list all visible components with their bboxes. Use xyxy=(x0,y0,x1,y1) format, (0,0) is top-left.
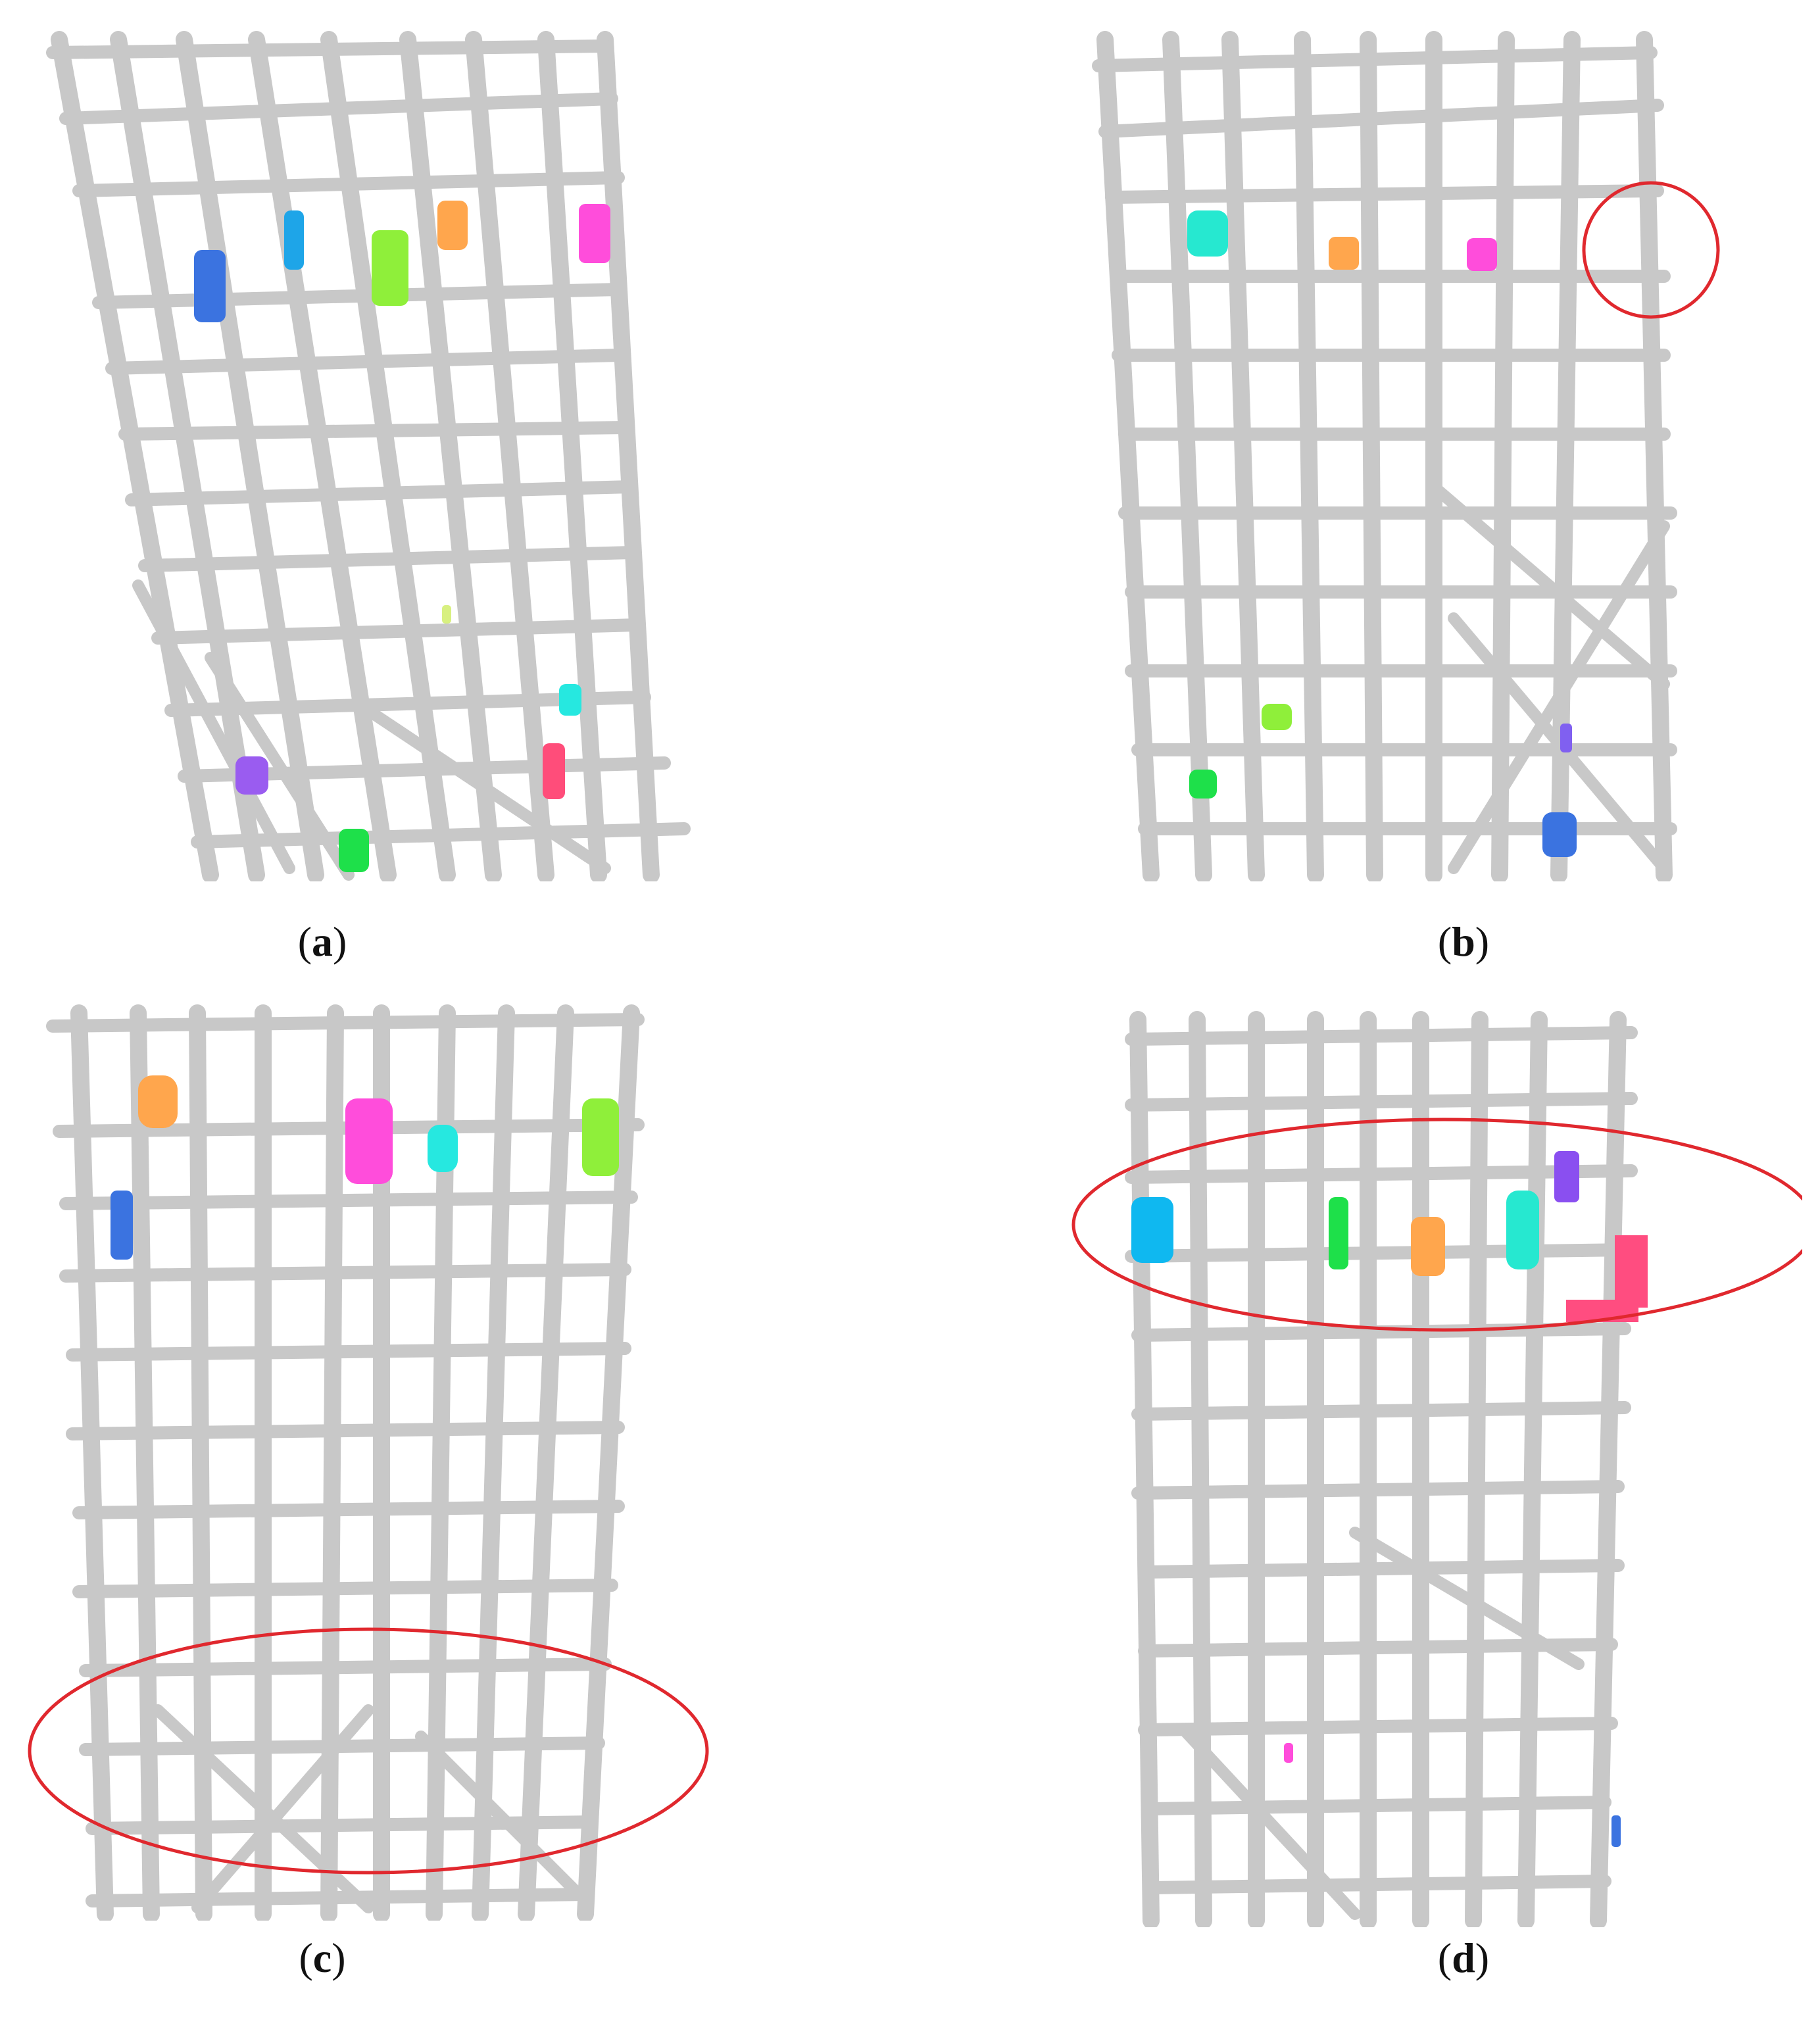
marker-a-4 xyxy=(437,201,468,250)
caption-c: (c) xyxy=(299,1934,346,1981)
marker-a-9 xyxy=(235,756,268,795)
highlight-ellipse-d xyxy=(1071,1118,1802,1332)
marker-c-1 xyxy=(138,1075,178,1128)
scaffold-point-cloud-b xyxy=(1092,31,1720,881)
panel-d xyxy=(1052,1006,1802,1927)
caption-b: (b) xyxy=(1437,918,1490,965)
marker-b-7 xyxy=(1542,812,1577,857)
marker-a-1 xyxy=(194,250,226,322)
marker-group-d xyxy=(1131,1151,1648,1847)
panel-a xyxy=(39,26,710,881)
marker-a-7 xyxy=(559,684,581,716)
marker-d-2 xyxy=(1329,1197,1348,1269)
scaffold-grid-b xyxy=(1092,31,1677,881)
scaffold-point-cloud-c xyxy=(28,1004,709,1921)
marker-a-2 xyxy=(284,210,304,270)
marker-a-5 xyxy=(579,204,610,263)
marker-b-3 xyxy=(1467,238,1497,271)
marker-d-7 xyxy=(1284,1743,1293,1763)
scaffold-grid-a xyxy=(46,31,691,881)
marker-d-3 xyxy=(1411,1217,1445,1276)
marker-a-6 xyxy=(442,605,451,624)
scaffold-grid-c xyxy=(46,1004,645,1921)
panel-b xyxy=(1085,26,1743,881)
marker-c-2 xyxy=(111,1191,133,1260)
marker-b-1 xyxy=(1187,210,1228,257)
marker-d-5 xyxy=(1554,1151,1579,1202)
caption-d: (d) xyxy=(1437,1934,1490,1981)
scaffold-grid-d xyxy=(1125,1011,1638,1927)
highlight-ellipse-c xyxy=(28,1627,709,1875)
marker-d-6 xyxy=(1566,1235,1648,1322)
marker-b-4 xyxy=(1262,704,1292,730)
marker-c-4 xyxy=(428,1125,458,1172)
marker-d-8 xyxy=(1611,1815,1621,1847)
marker-group-a xyxy=(194,201,610,872)
marker-d-1 xyxy=(1131,1197,1173,1263)
marker-b-6 xyxy=(1560,724,1572,752)
panel-c xyxy=(26,1000,724,1921)
marker-a-3 xyxy=(372,230,408,306)
marker-a-8 xyxy=(543,743,565,799)
marker-d-4 xyxy=(1506,1191,1539,1269)
marker-c-3 xyxy=(345,1098,393,1184)
marker-group-c xyxy=(111,1075,619,1260)
marker-a-10 xyxy=(339,829,369,872)
marker-b-2 xyxy=(1329,237,1359,270)
marker-group-b xyxy=(1187,210,1577,857)
caption-a: (a) xyxy=(297,918,347,965)
highlight-circle-b xyxy=(1582,181,1720,319)
scaffold-point-cloud-d xyxy=(1071,1011,1802,1927)
marker-c-5 xyxy=(582,1098,619,1176)
scaffold-point-cloud-a xyxy=(46,31,691,881)
marker-b-5 xyxy=(1189,770,1217,799)
